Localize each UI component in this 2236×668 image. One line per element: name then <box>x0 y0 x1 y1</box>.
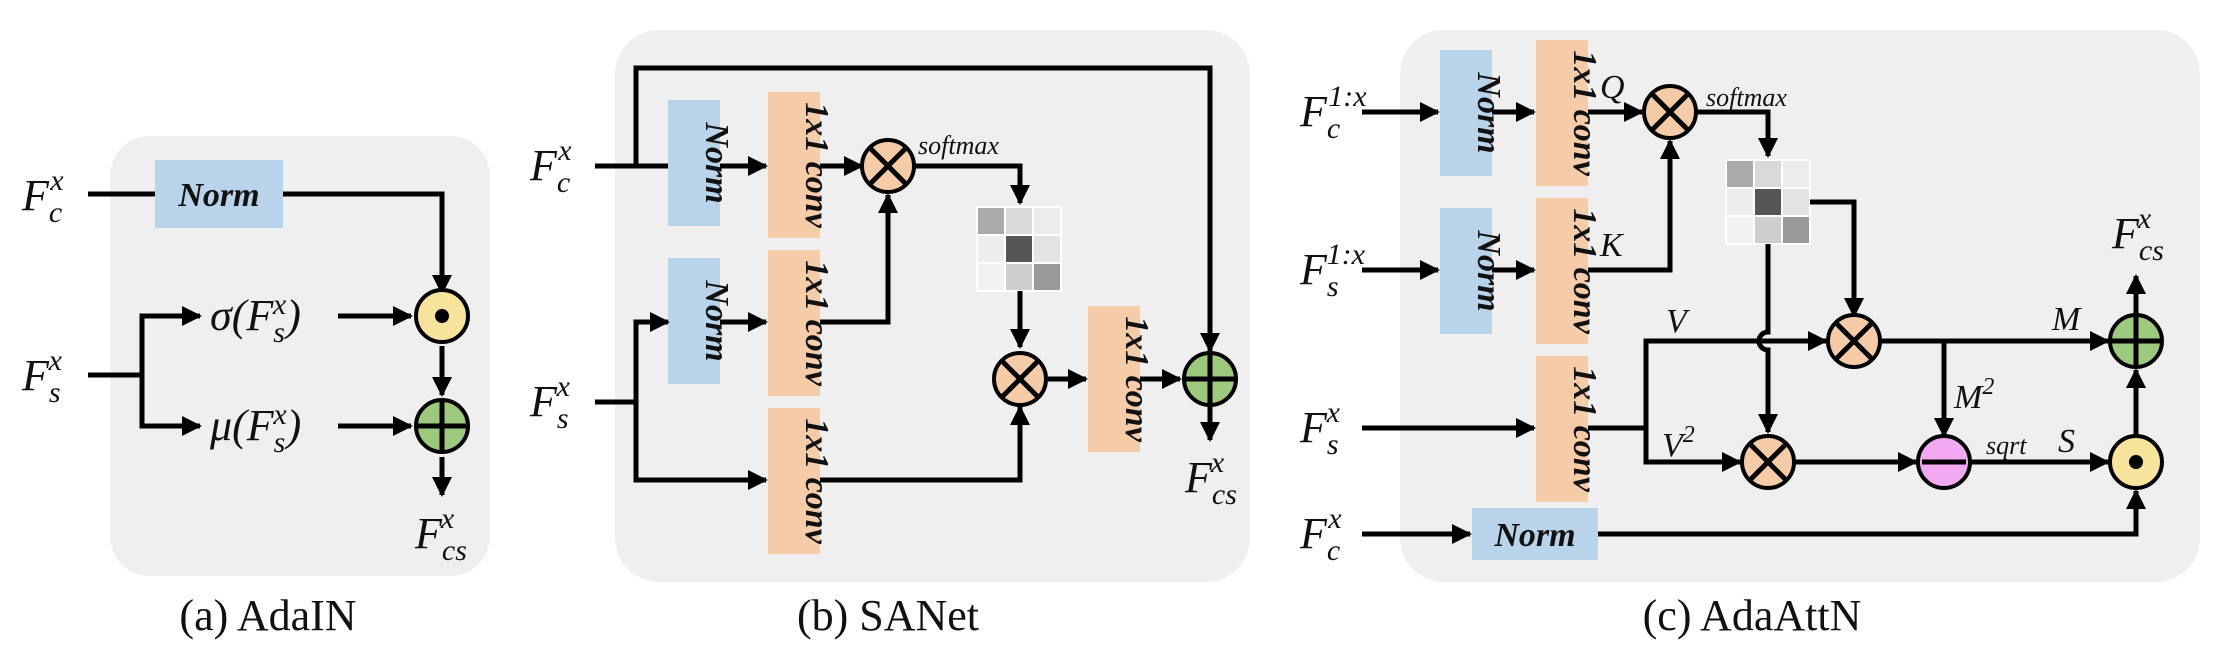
adaattn-fc-label: Fcx <box>1299 502 1342 567</box>
adaattn-norm-style-box <box>1440 208 1492 334</box>
sanet-fs-label: Fsx <box>529 370 571 435</box>
sanet-softmax-label: softmax <box>918 131 999 160</box>
multiply-icon <box>1740 434 1796 490</box>
adaattn-panel <box>1400 30 2200 582</box>
adain-output-label: Fcsx <box>414 502 467 567</box>
adain-split-sigma <box>139 306 202 375</box>
sanet-diagram: Norm Norm 1x1 conv 1x1 conv 1x1 conv 1x1… <box>529 30 1250 640</box>
adain-norm-label: Norm <box>177 177 259 214</box>
add-icon <box>414 398 470 454</box>
adain-fs-label: Fsx <box>21 344 63 409</box>
adaattn-output-label: Fcsx <box>2111 202 2164 267</box>
adaattn-v-wire <box>1643 331 1828 428</box>
dot-product-icon <box>2108 434 2164 490</box>
add-icon <box>2108 313 2164 369</box>
adaattn-caption: (c) AdaAttN <box>1643 591 1862 640</box>
adaattn-k-label: K <box>1599 227 1625 264</box>
adain-diagram: Norm Fcx Fsx σ(Fsx) μ(Fsx) <box>21 136 490 640</box>
adaattn-softmax-label: softmax <box>1706 83 1787 112</box>
sanet-conv-v-to-mult <box>820 405 1030 483</box>
adaattn-conv-key-box <box>1536 198 1588 344</box>
adain-caption: (a) AdaIN <box>179 591 356 640</box>
sanet-skip-wire <box>633 65 1220 353</box>
adaattn-fs-all-label: Fs1:x <box>1299 238 1366 303</box>
adaattn-attention-map <box>1725 159 1811 245</box>
sanet-conv-k-to-mult <box>820 193 898 325</box>
adain-norm-to-dot <box>283 191 452 295</box>
adain-mu-label: μ(Fsx) <box>209 398 301 459</box>
adaattn-softmax-wire <box>1697 109 1778 158</box>
subtract-icon <box>1916 434 1972 490</box>
adaattn-v2-wire <box>1643 428 1742 472</box>
sanet-fs-to-conv-v <box>633 402 768 490</box>
sanet-softmax-wire <box>915 163 1030 205</box>
adain-norm-box <box>155 160 283 228</box>
sanet-norm-content-label: Norm <box>698 121 735 203</box>
sanet-fc-label: Fcx <box>529 134 572 199</box>
sanet-fs-to-norm <box>633 312 670 402</box>
adain-fc-label: Fcx <box>21 164 64 229</box>
multiply-icon <box>1826 313 1882 369</box>
adaattn-conv-query-box <box>1536 40 1588 186</box>
adaattn-map-to-v-mult <box>1810 199 1864 318</box>
adain-panel <box>110 136 490 576</box>
dot-product-icon <box>414 288 470 344</box>
multiply-icon <box>992 351 1048 407</box>
adaattn-fs-label: Fsx <box>1299 396 1341 461</box>
adaattn-conv-k-to-mult <box>1588 139 1680 273</box>
adaattn-norm-fc-to-dot <box>1598 489 2146 537</box>
adaattn-norm-fc-label: Norm <box>1493 517 1575 554</box>
adaattn-norm-content-box <box>1440 50 1492 176</box>
adaattn-m-label: M <box>2051 301 2082 338</box>
sanet-norm-content-box <box>668 100 720 226</box>
adaattn-sqrt-label: sqrt <box>1986 431 2027 460</box>
adaattn-conv-value-box <box>1536 356 1588 502</box>
sanet-output-label: Fcsx <box>1184 446 1237 511</box>
adain-sigma-label: σ(Fsx) <box>210 288 301 349</box>
add-icon <box>1182 351 1238 407</box>
adaattn-diagram: Norm Norm 1x1 conv 1x1 conv 1x1 conv Nor… <box>1299 30 2200 640</box>
adaattn-norm-fc-box <box>1472 508 1598 560</box>
adaattn-s-label: S <box>2058 423 2075 460</box>
sanet-conv-key-box <box>768 250 820 396</box>
sanet-conv-query-box <box>768 92 820 238</box>
sanet-attention-map <box>976 206 1062 292</box>
adaattn-fc-all-label: Fc1:x <box>1299 80 1367 145</box>
sanet-norm-style-box <box>668 258 720 384</box>
multiply-icon <box>860 138 916 194</box>
sanet-conv-out-box <box>1088 306 1140 452</box>
adaattn-q-label: Q <box>1600 69 1625 106</box>
sanet-conv-value-box <box>768 408 820 554</box>
adain-split-mu <box>139 375 202 436</box>
multiply-icon <box>1642 84 1698 140</box>
sanet-caption: (b) SANet <box>797 591 979 640</box>
adaattn-m2-label: M2 <box>1953 374 1994 416</box>
